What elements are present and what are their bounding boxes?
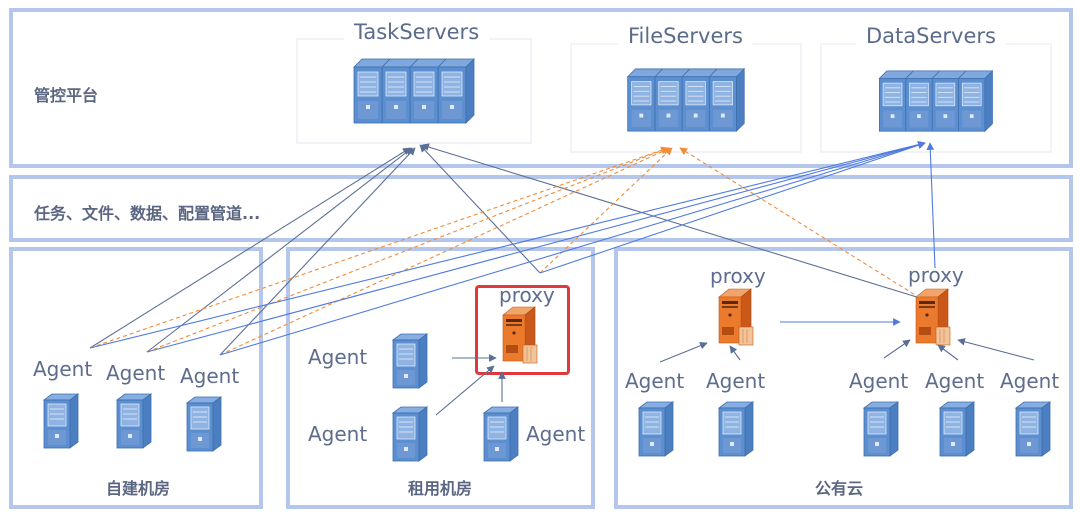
connection-data [926, 142, 936, 269]
connection-file [219, 147, 671, 356]
server-tower-icon [42, 393, 80, 449]
server-tower-icon [115, 393, 153, 449]
agent-label: Agent [526, 422, 586, 446]
server-tower-icon [482, 406, 520, 462]
connection-task [883, 339, 911, 359]
connection-data [219, 141, 926, 356]
proxy-server-icon [915, 288, 951, 346]
connection-task [435, 365, 495, 416]
agent-label: Agent [308, 422, 368, 446]
server-tower-icon [862, 401, 900, 457]
connection-file [146, 146, 669, 353]
server-rack-icon [878, 69, 994, 133]
server-tower-icon [637, 401, 675, 457]
zone-self-built-panel [9, 247, 263, 509]
server-rack-icon [353, 58, 475, 124]
proxy-server-icon [718, 288, 754, 346]
agent-label: Agent [1000, 369, 1060, 393]
zone-self-built-label: 自建机房 [106, 479, 171, 498]
zone-public-cloud-label: 公有云 [815, 479, 864, 498]
server-tower-icon [717, 401, 755, 457]
connection-task [937, 344, 959, 361]
agent-label: Agent [308, 345, 368, 369]
proxy-label: proxy [710, 264, 766, 288]
agent-label: Agent [180, 364, 240, 388]
connection-data [146, 141, 926, 353]
connection-task [957, 338, 1035, 361]
zone-rented-panel [286, 247, 595, 509]
server-tower-icon [185, 396, 223, 452]
agent-label: Agent [706, 369, 766, 393]
agent-label: Agent [925, 369, 985, 393]
proxy-highlight-box [475, 285, 570, 375]
agent-label: Agent [106, 361, 166, 385]
connection-task [219, 147, 416, 356]
fileservers-title: FileServers [618, 24, 753, 48]
connection-task [659, 342, 708, 363]
proxy-server-icon [502, 306, 538, 364]
pipeline-label: 任务、文件、数据、配置管道... [34, 204, 261, 223]
server-tower-icon [938, 401, 976, 457]
connection-task [89, 147, 411, 349]
server-tower-icon [1014, 401, 1052, 457]
agent-label: Agent [625, 369, 685, 393]
control-platform-label: 管控平台 [34, 86, 99, 105]
proxy-label: proxy [908, 263, 964, 287]
connection-data [89, 140, 926, 349]
connection-task [421, 143, 921, 299]
server-tower-icon [391, 333, 429, 389]
dataservers-title: DataServers [856, 24, 1006, 48]
connection-file [679, 147, 921, 299]
server-tower-icon [391, 406, 429, 462]
zone-public-cloud-panel [614, 247, 1073, 509]
connection-task [419, 144, 541, 274]
zone-rented-label: 租用机房 [408, 479, 473, 498]
taskservers-title: TaskServers [344, 20, 490, 44]
control-platform-panel [9, 8, 1073, 168]
pipeline-panel [9, 175, 1073, 242]
connection-task [146, 147, 413, 353]
agent-label: Agent [849, 369, 909, 393]
connection-file [89, 146, 669, 349]
connection-task [729, 345, 741, 361]
agent-label: Agent [33, 357, 93, 381]
server-rack-icon [626, 68, 746, 133]
connection-data [539, 141, 926, 274]
